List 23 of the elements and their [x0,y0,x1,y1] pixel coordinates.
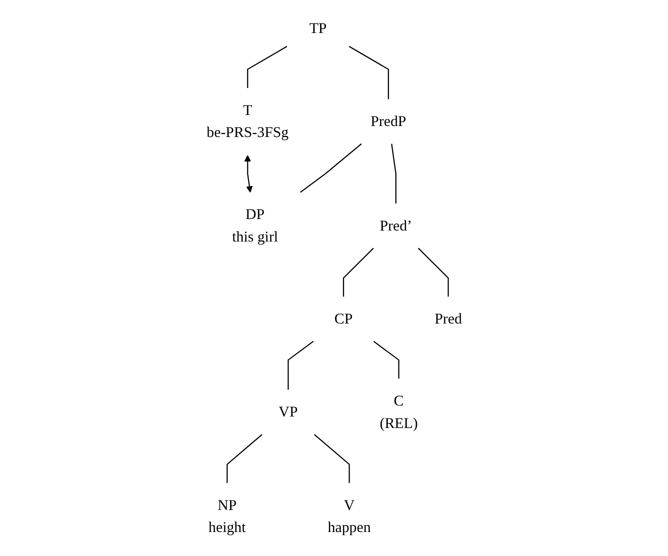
node-text: Pred’ [379,218,412,234]
connector [342,248,374,297]
node-text: V happen [327,497,371,536]
node-text: Pred [434,310,462,328]
connector [314,434,350,483]
arrow [244,155,252,193]
node-text: PredP [370,113,406,130]
connector [287,340,314,390]
node-text: NP height [208,497,246,536]
connector [373,340,400,379]
connector [300,143,362,193]
node-text: DP this girl [232,206,278,246]
node-text: VP [278,404,298,420]
node-text: CP [334,310,352,328]
connector [246,46,287,88]
syntax-tree-drawing: TP PredP T be-PRS-3FSg DP this girl Pred’ CP Pred VP C (REL) NP height V happen [124,0,544,556]
node-text: TP [309,20,326,37]
connector [390,144,396,204]
node-text: T be-PRS-3FSg [206,102,288,141]
connector [226,434,262,483]
node-text: C (REL) [379,392,418,432]
connector [418,248,449,297]
connector [348,46,389,100]
